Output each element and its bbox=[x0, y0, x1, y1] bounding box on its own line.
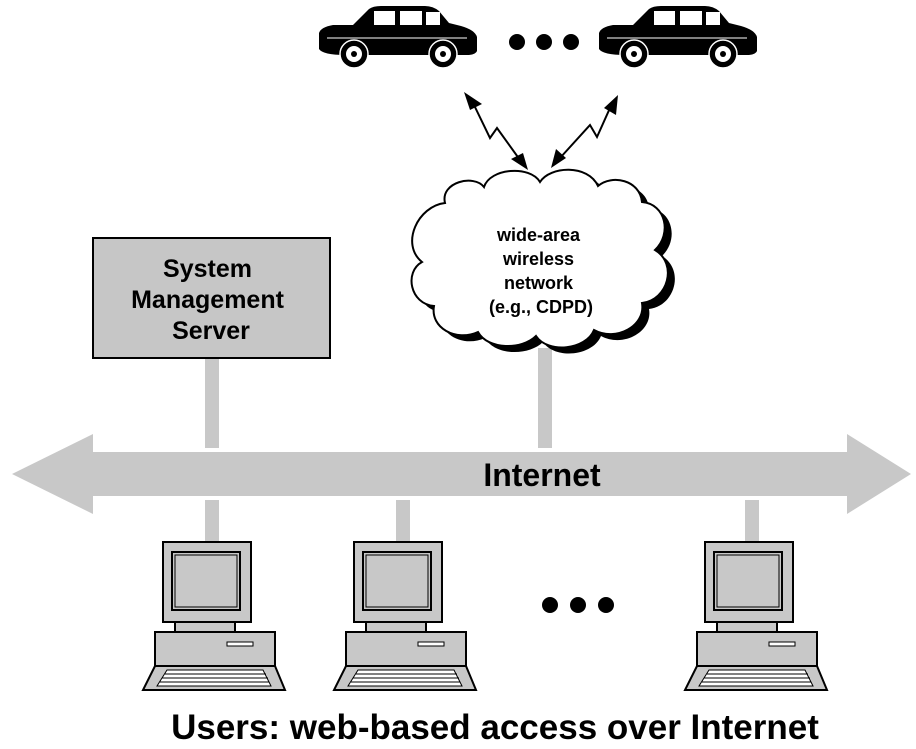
server-label-line: Server bbox=[172, 317, 250, 345]
cloud-label-line: network bbox=[504, 273, 574, 293]
cloud-label-line: wide-area bbox=[496, 225, 581, 245]
server-label-line: System bbox=[163, 255, 252, 283]
lightning-arrow-icon bbox=[551, 95, 618, 168]
ellipsis-icon bbox=[509, 34, 579, 50]
cloud-label-line: wireless bbox=[502, 249, 574, 269]
computer-icon bbox=[333, 541, 477, 691]
server-label-line: Management bbox=[131, 286, 284, 314]
internet-backbone bbox=[12, 434, 911, 514]
internet-label: Internet bbox=[483, 457, 601, 493]
car-icon bbox=[598, 5, 758, 69]
cloud-icon: wide-area wireless network (e.g., CDPD) bbox=[410, 168, 675, 354]
connector-line bbox=[205, 348, 759, 542]
computer-icon bbox=[142, 541, 286, 691]
computer-icon bbox=[684, 541, 828, 691]
ellipsis-icon bbox=[542, 597, 614, 613]
car-icon bbox=[318, 5, 478, 69]
svg-text:wide-area wireless: wide-area wireless network (e.g., CDPD) bbox=[489, 225, 593, 317]
caption: Users: web-based access over Internet bbox=[171, 708, 819, 747]
system-management-server: System Management Server bbox=[92, 237, 331, 359]
svg-text:System Management: System Management Server bbox=[131, 255, 291, 345]
cloud-label-line: (e.g., CDPD) bbox=[489, 297, 593, 317]
lightning-arrow-icon bbox=[464, 92, 528, 170]
